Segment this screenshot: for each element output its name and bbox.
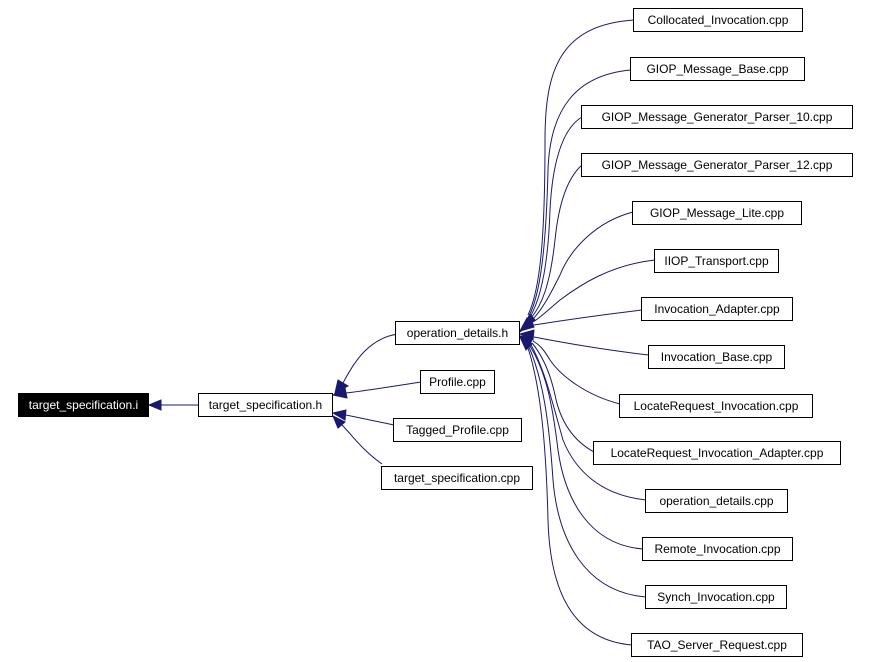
- node-invocation-adapter-cpp[interactable]: Invocation_Adapter.cpp: [641, 297, 793, 321]
- node-target-specification-i: target_specification.i: [18, 393, 149, 417]
- edge-ts-h-to-ts-i: [147, 399, 199, 411]
- node-giop-message-base-cpp[interactable]: GIOP_Message_Base.cpp: [630, 57, 805, 81]
- node-profile-cpp[interactable]: Profile.cpp: [420, 370, 495, 394]
- node-operation-details-h[interactable]: operation_details.h: [395, 321, 520, 345]
- node-locaterequest-invocation-cpp[interactable]: LocateRequest_Invocation.cpp: [619, 394, 813, 418]
- edge-tagged-profile-cpp-to-ts-h: [331, 409, 395, 426]
- edge-profile-cpp-to-ts-h: [331, 381, 422, 399]
- node-iiop-transport-cpp[interactable]: IIOP_Transport.cpp: [654, 249, 779, 273]
- edge-operation-details-h-to-ts-h: [334, 333, 399, 394]
- node-tagged-profile-cpp[interactable]: Tagged_Profile.cpp: [393, 418, 522, 442]
- edge-ts-cpp-to-ts-h: [332, 414, 383, 465]
- node-collocated-invocation-cpp[interactable]: Collocated_Invocation.cpp: [633, 8, 803, 32]
- node-remote-invocation-cpp[interactable]: Remote_Invocation.cpp: [642, 537, 793, 561]
- node-operation-details-cpp[interactable]: operation_details.cpp: [645, 489, 788, 513]
- node-giop-message-generator-parser-12-cpp[interactable]: GIOP_Message_Generator_Parser_12.cpp: [581, 153, 853, 177]
- node-giop-message-lite-cpp[interactable]: GIOP_Message_Lite.cpp: [632, 201, 802, 225]
- node-giop-message-generator-parser-10-cpp[interactable]: GIOP_Message_Generator_Parser_10.cpp: [581, 105, 853, 129]
- edges-to-operation-details-h: [518, 19, 656, 646]
- node-target-specification-cpp[interactable]: target_specification.cpp: [381, 466, 533, 490]
- node-locaterequest-invocation-adapter-cpp[interactable]: LocateRequest_Invocation_Adapter.cpp: [593, 441, 841, 465]
- node-synch-invocation-cpp[interactable]: Synch_Invocation.cpp: [645, 585, 787, 609]
- node-tao-server-request-cpp[interactable]: TAO_Server_Request.cpp: [631, 633, 803, 657]
- node-target-specification-h[interactable]: target_specification.h: [198, 393, 333, 417]
- node-invocation-base-cpp[interactable]: Invocation_Base.cpp: [648, 345, 785, 369]
